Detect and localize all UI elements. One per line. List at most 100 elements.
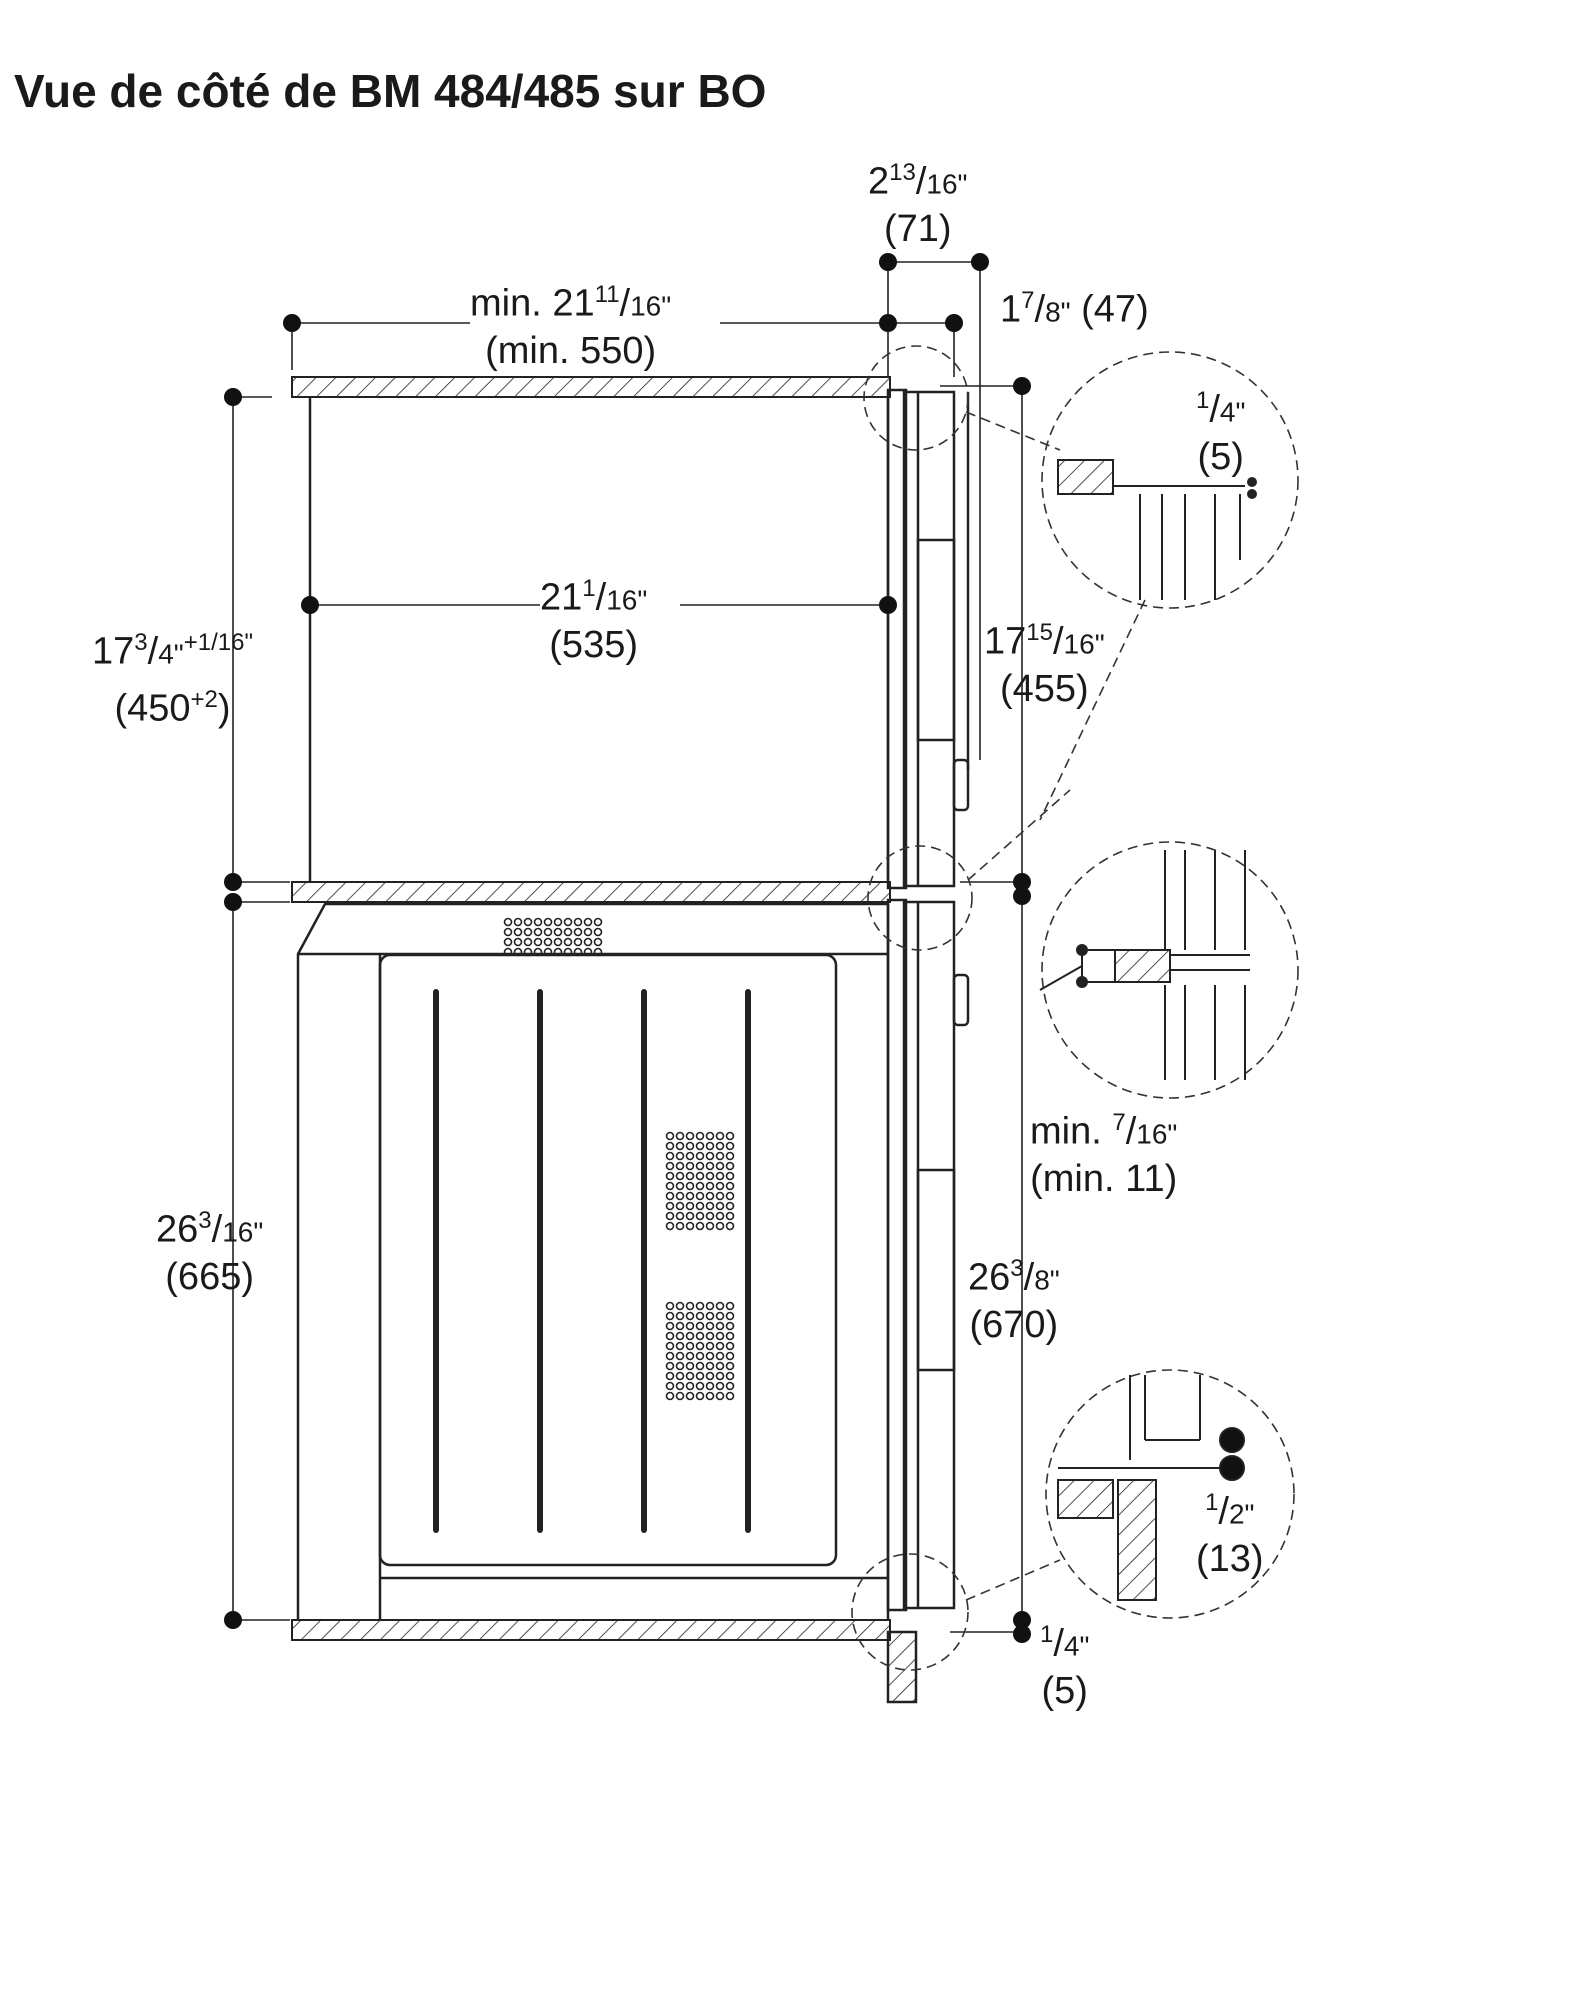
vent-dot: [685, 1171, 695, 1181]
side-vent-upper: [665, 1131, 735, 1231]
vent-dot: [725, 1181, 735, 1191]
vent-dot: [695, 1351, 705, 1361]
vent-dot: [685, 1301, 695, 1311]
vent-dot: [725, 1361, 735, 1371]
vent-dot: [665, 1301, 675, 1311]
vent-dot: [705, 1211, 715, 1221]
vent-dot: [593, 927, 603, 937]
vent-dot: [705, 1171, 715, 1181]
vent-dot: [553, 947, 563, 957]
vent-dot: [685, 1191, 695, 1201]
vent-dot: [543, 927, 553, 937]
vent-dot: [725, 1311, 735, 1321]
vent-dot: [583, 937, 593, 947]
vent-dot: [593, 937, 603, 947]
vent-dot: [725, 1341, 735, 1351]
detail-top: [1057, 459, 1257, 600]
vent-dot: [675, 1151, 685, 1161]
vent-dot: [593, 947, 603, 957]
vent-dot: [695, 1141, 705, 1151]
vent-dot: [725, 1391, 735, 1401]
vent-dot: [563, 937, 573, 947]
vent-dot: [685, 1311, 695, 1321]
vent-dot: [543, 947, 553, 957]
vent-dot: [715, 1181, 725, 1191]
page-title: Vue de côté de BM 484/485 sur BO: [14, 65, 767, 117]
vent-dot: [725, 1161, 735, 1171]
vent-dot: [675, 1131, 685, 1141]
vent-dot: [573, 917, 583, 927]
vent-dot: [665, 1381, 675, 1391]
vent-dot: [675, 1331, 685, 1341]
vent-dot: [523, 937, 533, 947]
vent-dot: [685, 1161, 695, 1171]
vent-dot: [665, 1131, 675, 1141]
vent-dot: [705, 1301, 715, 1311]
vent-dot: [705, 1221, 715, 1231]
vent-dot: [685, 1151, 695, 1161]
vent-dot: [675, 1321, 685, 1331]
vent-dot: [665, 1391, 675, 1401]
vent-dot: [685, 1181, 695, 1191]
vent-dot: [665, 1181, 675, 1191]
vent-dot: [705, 1321, 715, 1331]
vent-dot: [675, 1381, 685, 1391]
vent-dot: [665, 1161, 675, 1171]
middle-shelf: [291, 881, 891, 903]
vent-dot: [503, 917, 513, 927]
detail-markers: [851, 345, 1299, 1671]
vent-dot: [695, 1191, 705, 1201]
vent-dot: [685, 1321, 695, 1331]
vent-dot: [685, 1331, 695, 1341]
oven-body: [296, 902, 890, 1620]
vent-dot: [715, 1201, 725, 1211]
vent-dot: [705, 1311, 715, 1321]
vent-dot: [503, 947, 513, 957]
vent-dot: [715, 1221, 725, 1231]
vent-dot: [695, 1331, 705, 1341]
vent-dot: [725, 1171, 735, 1181]
vent-dot: [715, 1301, 725, 1311]
vent-dot: [685, 1371, 695, 1381]
vent-dot: [563, 927, 573, 937]
vent-dot: [533, 937, 543, 947]
vent-dot: [665, 1311, 675, 1321]
vent-dot: [665, 1211, 675, 1221]
vent-dot: [705, 1201, 715, 1211]
vent-dot: [685, 1201, 695, 1211]
vent-dot: [533, 947, 543, 957]
vent-dot: [695, 1381, 705, 1391]
dim-front-lower-height: 263/8" (670): [968, 1255, 1060, 1346]
vent-dot: [675, 1221, 685, 1231]
vent-dot: [665, 1321, 675, 1331]
vent-dot: [705, 1361, 715, 1371]
vent-dot: [503, 937, 513, 947]
vent-dot: [725, 1331, 735, 1341]
vent-dot: [665, 1191, 675, 1201]
vent-dot: [695, 1341, 705, 1351]
dim-inner-depth: 211/16" (535): [540, 575, 648, 666]
vent-dot: [675, 1351, 685, 1361]
vent-dot: [665, 1341, 675, 1351]
dim-gap-mid: min. 7/16" (min. 11): [1030, 1109, 1178, 1200]
side-vent-lower: [665, 1301, 735, 1401]
vent-dot: [685, 1341, 695, 1351]
vent-dot: [685, 1381, 695, 1391]
vent-dot: [665, 1371, 675, 1381]
vent-dot: [665, 1331, 675, 1341]
vent-dot: [725, 1321, 735, 1331]
vent-dot: [725, 1151, 735, 1161]
vent-dot: [675, 1361, 685, 1371]
vent-dot: [695, 1311, 705, 1321]
vent-dot: [705, 1391, 715, 1401]
vent-dot: [513, 917, 523, 927]
vent-dot: [675, 1341, 685, 1351]
vent-dot: [695, 1181, 705, 1191]
vent-dot: [695, 1321, 705, 1331]
vent-dot: [705, 1131, 715, 1141]
vent-dot: [715, 1331, 725, 1341]
vent-dot: [695, 1361, 705, 1371]
vent-dot: [523, 927, 533, 937]
vent-dot: [675, 1371, 685, 1381]
vent-dot: [553, 927, 563, 937]
